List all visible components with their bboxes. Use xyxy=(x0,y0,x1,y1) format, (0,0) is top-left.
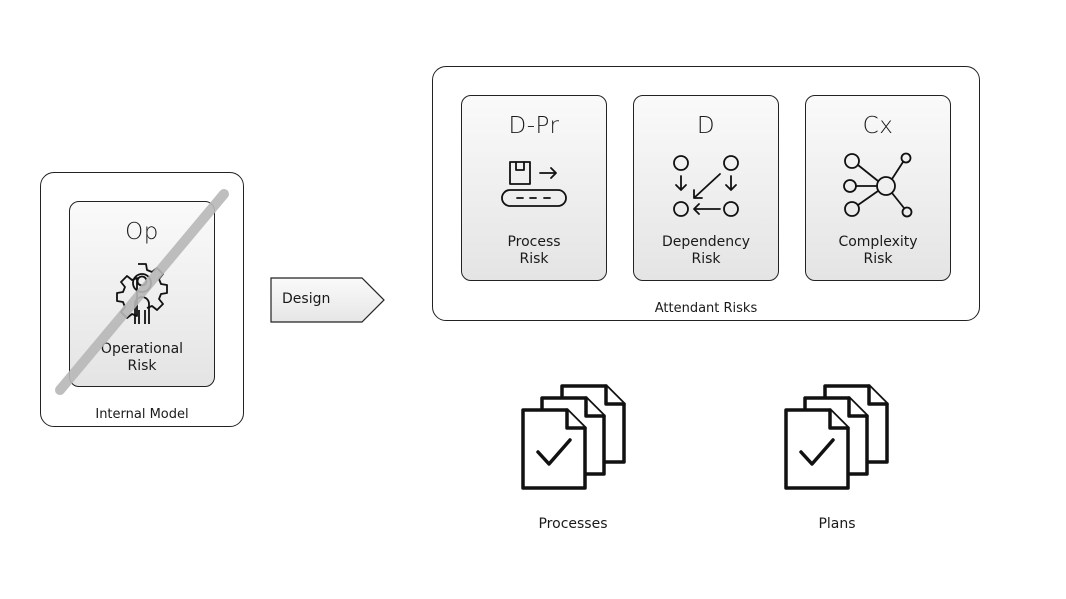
processes-label: Processes xyxy=(538,516,608,532)
process-risk-card: D-Pr Process Risk xyxy=(461,95,607,281)
card-label-line2: Risk xyxy=(691,251,721,267)
dependency-nodes-icon xyxy=(673,155,739,217)
card-label-line1: Process xyxy=(507,234,561,250)
card-label-line2: Risk xyxy=(519,251,549,267)
card-label-line1: Complexity xyxy=(838,234,918,250)
conveyor-box-icon xyxy=(501,161,567,207)
card-label-line2: Risk xyxy=(863,251,893,267)
card-label-line2: Risk xyxy=(127,358,157,374)
document-stack-check-icon xyxy=(784,384,889,490)
complexity-risk-card: Cx Complexity Risk xyxy=(805,95,951,281)
network-hub-icon xyxy=(843,152,913,218)
card-code: D-Pr xyxy=(508,113,560,139)
card-label-line1: Dependency xyxy=(661,234,751,250)
design-arrow-shape xyxy=(270,277,385,323)
card-code: Cx xyxy=(862,113,894,139)
plans-label: Plans xyxy=(818,516,856,532)
internal-model-caption: Internal Model xyxy=(95,407,189,422)
card-label-line1: Operational xyxy=(100,341,184,357)
design-label: Design xyxy=(282,291,331,307)
attendant-risks-caption: Attendant Risks xyxy=(654,301,758,316)
card-code: D xyxy=(696,113,716,139)
card-code: Op xyxy=(125,219,159,245)
dependency-risk-card: D Dependency Risk xyxy=(633,95,779,281)
document-stack-check-icon xyxy=(521,384,626,490)
